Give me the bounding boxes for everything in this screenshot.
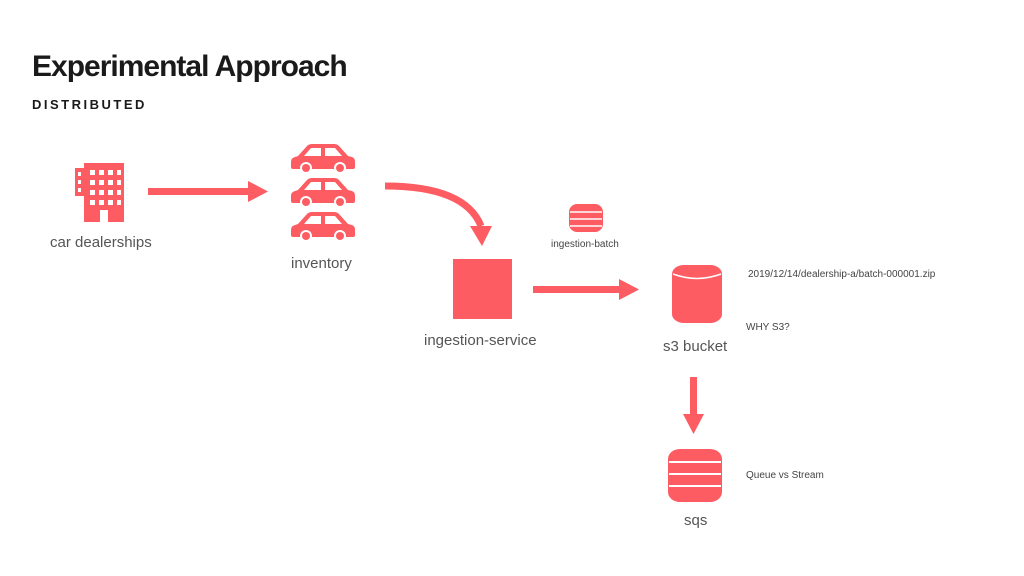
s3-path-note: 2019/12/14/dealership-a/batch-000001.zip [748,269,936,280]
ingestion-service-label: ingestion-service [424,332,537,349]
inventory-label: inventory [291,255,352,272]
page-title: Experimental Approach [32,50,348,83]
arrow-ingestion-service-to-s3 [533,279,639,300]
database-icon [569,204,603,232]
s3-bucket-label: s3 bucket [663,338,728,355]
car-icon [291,212,355,241]
ingestion-batch-label: ingestion-batch [551,239,619,250]
dealerships-label: car dealerships [50,234,152,251]
building-icon [75,163,124,222]
sqs-label: sqs [684,512,708,529]
car-icon [291,144,355,173]
car-icon [291,178,355,207]
queue-vs-stream-note: Queue vs Stream [746,470,824,481]
cylinder-icon [672,265,722,323]
arrow-s3-to-sqs [683,377,704,434]
why-s3-note: WHY S3? [746,322,790,333]
page-subtitle: DISTRIBUTED [32,97,147,112]
database-icon [668,449,722,502]
arrow-inventory-to-ingestion-service [384,182,492,246]
arrow-dealerships-to-inventory [148,181,268,202]
square-icon [453,259,512,319]
